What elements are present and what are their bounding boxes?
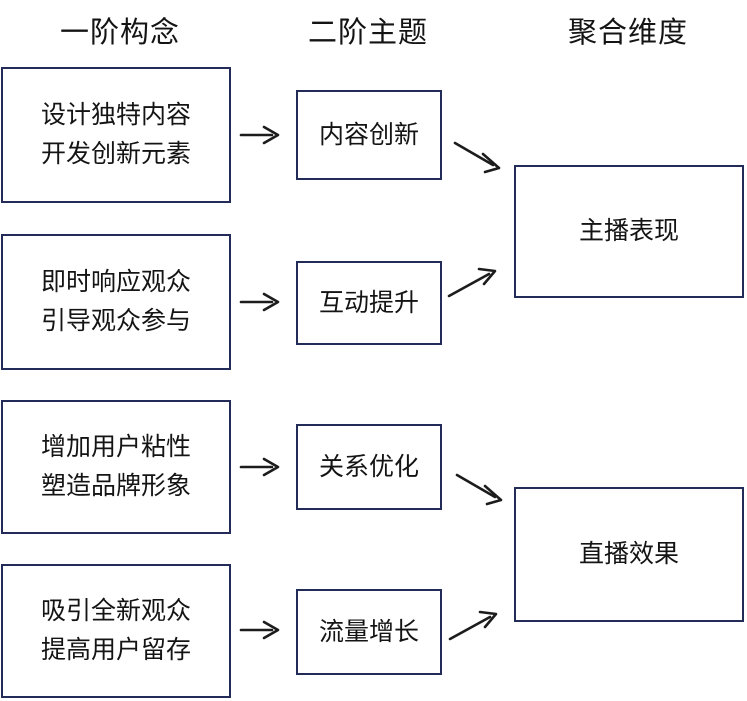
- first-order-box-3: 增加用户粘性 塑造品牌形象: [1, 400, 231, 534]
- arrow-first1-to-second1: [239, 125, 280, 145]
- second-order-box-2-label: 互动提升: [318, 288, 419, 317]
- second-order-box-traffic-growth: 流量增长: [296, 589, 442, 675]
- first-order-box-1-line-1: 设计独特内容: [40, 101, 191, 129]
- first-order-box-4: 吸引全新观众 提高用户留存: [1, 564, 231, 698]
- column-header-first-order: 一阶构念: [59, 17, 180, 49]
- second-order-box-relationship-optimization: 关系优化: [296, 424, 442, 510]
- column-header-second-order: 二阶主题: [307, 17, 428, 49]
- second-order-box-1-label: 内容创新: [318, 120, 419, 149]
- arrow-second3-to-agg2: [455, 473, 503, 506]
- first-order-box-4-line-2: 提高用户留存: [40, 636, 191, 664]
- aggregate-box-2-label: 直播效果: [578, 540, 679, 568]
- second-order-box-interaction-boost: 互动提升: [296, 261, 442, 345]
- arrow-first3-to-second3: [239, 457, 280, 477]
- first-order-box-1-line-2: 开发创新元素: [40, 140, 191, 168]
- arrow-first2-to-second2: [239, 292, 280, 312]
- second-order-box-4-label: 流量增长: [318, 617, 419, 646]
- second-order-box-3-label: 关系优化: [318, 452, 419, 481]
- arrow-second4-to-agg2: [448, 610, 498, 641]
- first-order-box-3-line-2: 塑造品牌形象: [40, 472, 191, 500]
- arrow-first4-to-second4: [239, 620, 280, 640]
- arrow-second2-to-agg1: [447, 267, 497, 298]
- first-order-box-2-line-2: 引导观众参与: [40, 307, 191, 335]
- first-order-box-3-line-1: 增加用户粘性: [40, 433, 191, 461]
- aggregate-box-streamer-performance: 主播表现: [514, 165, 744, 298]
- second-order-box-content-innovation: 内容创新: [296, 90, 442, 180]
- first-order-box-2: 即时响应观众 引导观众参与: [1, 234, 231, 370]
- first-order-box-1: 设计独特内容 开发创新元素: [1, 67, 231, 203]
- arrow-second1-to-agg1: [453, 141, 501, 174]
- aggregate-box-1-label: 主播表现: [578, 217, 679, 245]
- column-header-aggregate: 聚合维度: [567, 17, 688, 49]
- first-order-box-2-line-1: 即时响应观众: [40, 268, 191, 296]
- first-order-box-4-line-1: 吸引全新观众: [40, 597, 191, 625]
- aggregate-box-livestream-effect: 直播效果: [514, 487, 744, 622]
